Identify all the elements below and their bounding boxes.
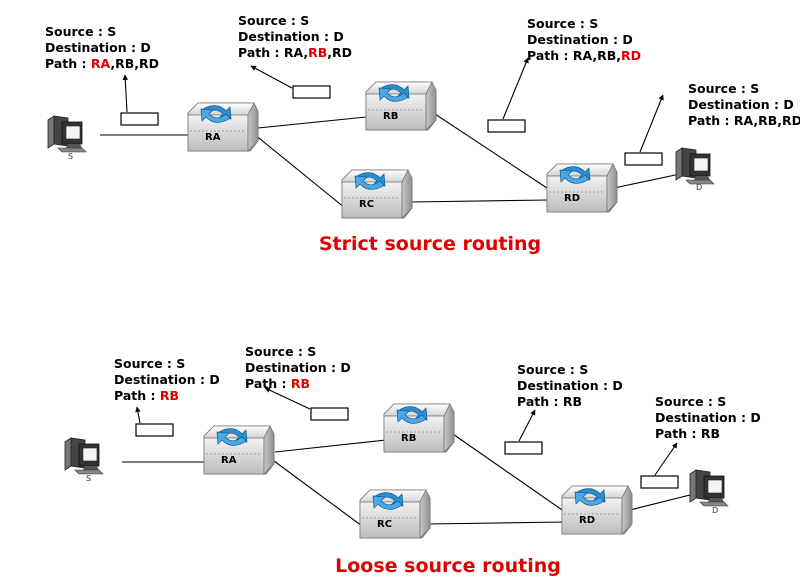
svg-text:Path : RA,RB,RD: Path : RA,RB,RD: [45, 56, 159, 71]
arrow-icon: [639, 94, 664, 153]
svg-text:Source : S: Source : S: [688, 81, 759, 96]
svg-text:Source : S: Source : S: [238, 13, 309, 28]
diagram-title-loose: Loose source routing: [335, 555, 561, 577]
arrow-icon: [654, 442, 678, 476]
packet-icon: [310, 407, 349, 421]
svg-text:Destination : D: Destination : D: [527, 32, 633, 47]
link-rc-rd: [409, 199, 551, 203]
computer-icon: [47, 115, 87, 153]
svg-text:Destination : D: Destination : D: [45, 40, 151, 55]
packet-icon: [487, 119, 526, 133]
host-label-source: S: [68, 152, 73, 161]
svg-text:Path : RB: Path : RB: [655, 426, 720, 441]
svg-text:Path : RA,RB,RD: Path : RA,RB,RD: [688, 113, 800, 128]
svg-text:Source : S: Source : S: [527, 16, 598, 31]
router-label: RA: [205, 132, 221, 143]
svg-text:Source : S: Source : S: [114, 356, 185, 371]
svg-text:Source : S: Source : S: [517, 362, 588, 377]
link-ra-rb: [274, 439, 387, 453]
router-icon: [365, 81, 437, 131]
packet-icon: [135, 423, 174, 437]
router-label: RC: [377, 519, 392, 530]
packet-icon: [624, 152, 663, 166]
svg-text:Source : S: Source : S: [655, 394, 726, 409]
router-icon: [546, 163, 618, 213]
strict-routing-panel: S D RA RB RC RD Source : S Destination :…: [45, 13, 800, 255]
link-rb-rd: [449, 431, 566, 513]
svg-text:Destination : D: Destination : D: [517, 378, 623, 393]
packet-header: Source : S Destination : D Path : RB: [517, 362, 623, 409]
packet-icon: [504, 441, 543, 455]
packet-header: Source : S Destination : D Path : RA,RB,…: [45, 24, 159, 71]
svg-text:Destination : D: Destination : D: [114, 372, 220, 387]
link-ra-rc: [269, 457, 363, 527]
host-label-destination: D: [712, 506, 718, 515]
svg-text:Path : RB: Path : RB: [517, 394, 582, 409]
router-icon: [561, 485, 633, 535]
router-icon: [383, 403, 455, 453]
router-icon: [341, 169, 413, 219]
link-ra-rc: [253, 133, 346, 209]
arrow-icon: [250, 65, 293, 89]
svg-text:Destination : D: Destination : D: [655, 410, 761, 425]
svg-text:Destination : D: Destination : D: [688, 97, 794, 112]
packet-header: Source : S Destination : D Path : RA,RB,…: [527, 16, 641, 63]
router-label: RD: [579, 515, 595, 526]
router-label: RB: [401, 433, 416, 444]
svg-text:Path : RB: Path : RB: [114, 388, 179, 403]
svg-text:Path : RA,RB,RD: Path : RA,RB,RD: [238, 45, 352, 60]
arrow-icon: [122, 74, 129, 113]
link-ra-rb: [257, 116, 367, 129]
packet-header: Source : S Destination : D Path : RA,RB,…: [688, 81, 800, 128]
loose-routing-panel: S D RA RB RC RD Source : S Destination :…: [64, 344, 761, 577]
link-rd-d: [613, 173, 681, 189]
router-label: RC: [359, 199, 374, 210]
packet-header: Source : S Destination : D Path : RB: [114, 356, 220, 403]
computer-icon: [675, 147, 715, 185]
computer-icon: [64, 437, 104, 475]
link-rb-rd: [431, 111, 551, 191]
router-label: RD: [564, 193, 580, 204]
arrow-icon: [518, 409, 536, 442]
router-label: RB: [383, 111, 398, 122]
computer-icon: [689, 469, 729, 507]
packet-header: Source : S Destination : D Path : RB: [245, 344, 351, 391]
router-icon: [187, 102, 259, 152]
router-icon: [203, 425, 275, 475]
link-rc-rd: [427, 521, 567, 525]
packet-icon: [640, 475, 679, 489]
svg-text:Destination : D: Destination : D: [238, 29, 344, 44]
svg-text:Path : RA,RB,RD: Path : RA,RB,RD: [527, 48, 641, 63]
svg-text:Source : S: Source : S: [45, 24, 116, 39]
packet-icon: [292, 85, 331, 99]
link-rd-d: [629, 494, 691, 511]
router-icon: [359, 489, 431, 539]
arrow-icon: [502, 57, 529, 120]
svg-text:Path : RB: Path : RB: [245, 376, 310, 391]
packet-icon: [120, 112, 159, 126]
host-label-source: S: [86, 474, 91, 483]
svg-text:Source : S: Source : S: [245, 344, 316, 359]
router-label: RA: [221, 455, 237, 466]
svg-text:Destination : D: Destination : D: [245, 360, 351, 375]
packet-header: Source : S Destination : D Path : RA,RB,…: [238, 13, 352, 60]
arrow-icon: [135, 406, 141, 424]
packet-header: Source : S Destination : D Path : RB: [655, 394, 761, 441]
diagram-title-strict: Strict source routing: [319, 233, 541, 255]
host-label-destination: D: [696, 183, 702, 192]
arrow-icon: [264, 387, 311, 410]
